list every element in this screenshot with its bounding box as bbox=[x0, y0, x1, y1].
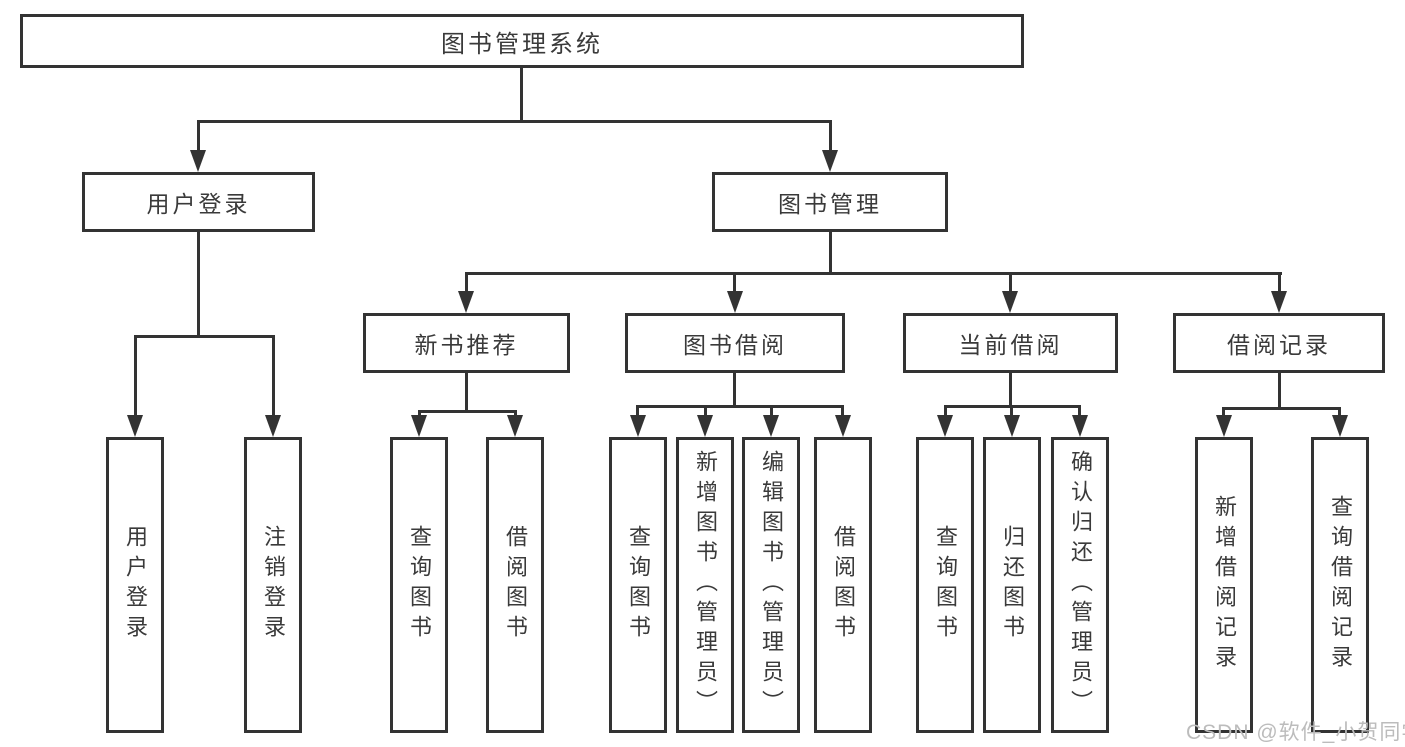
leaf-logout-login: 注销登录 bbox=[244, 437, 302, 733]
csdn-watermark: CSDN @软件_小贺同学 bbox=[1186, 721, 1405, 744]
leaf-label: 新增图书（管理员） bbox=[693, 450, 718, 720]
connector bbox=[1009, 373, 1012, 405]
connector bbox=[829, 232, 832, 272]
node-user-login: 用户登录 bbox=[82, 172, 315, 232]
connector bbox=[197, 120, 832, 123]
node-label: 借阅记录 bbox=[1227, 332, 1331, 358]
arrowhead bbox=[763, 415, 779, 437]
leaf-user-login: 用户登录 bbox=[106, 437, 164, 733]
leaf-confirm-return-admin: 确认归还（管理员） bbox=[1051, 437, 1109, 733]
connector bbox=[465, 272, 468, 294]
connector bbox=[1222, 407, 1341, 410]
node-label: 当前借阅 bbox=[958, 332, 1063, 358]
arrowhead bbox=[727, 291, 743, 313]
connector bbox=[465, 373, 468, 410]
leaf-label: 用户登录 bbox=[123, 525, 148, 645]
arrowhead bbox=[1002, 291, 1018, 313]
connector bbox=[134, 335, 275, 338]
connector bbox=[272, 335, 275, 417]
node-new-book-recommend: 新书推荐 bbox=[363, 313, 570, 373]
arrowhead bbox=[937, 415, 953, 437]
connector bbox=[704, 405, 707, 418]
connector bbox=[134, 335, 137, 417]
arrowhead bbox=[458, 291, 474, 313]
connector bbox=[770, 405, 773, 418]
leaf-label: 编辑图书（管理员） bbox=[759, 450, 784, 720]
leaf-label: 查询图书 bbox=[626, 525, 651, 645]
leaf-borrow-books: 借阅图书 bbox=[814, 437, 872, 733]
leaf-borrow-books: 借阅图书 bbox=[486, 437, 544, 733]
connector bbox=[829, 120, 832, 153]
connector bbox=[1338, 407, 1341, 418]
connector bbox=[1278, 272, 1281, 294]
node-library-management-system: 图书管理系统 bbox=[20, 14, 1024, 68]
node-label: 图书管理系统 bbox=[441, 30, 603, 58]
arrowhead bbox=[190, 150, 206, 172]
connector bbox=[841, 405, 844, 418]
connector bbox=[197, 232, 200, 335]
connector bbox=[733, 272, 736, 294]
arrowhead bbox=[127, 415, 143, 437]
connector bbox=[197, 120, 200, 153]
node-label: 用户登录 bbox=[146, 191, 251, 217]
node-book-borrowing: 图书借阅 bbox=[625, 313, 845, 373]
connector bbox=[1222, 407, 1225, 418]
connector bbox=[1009, 272, 1012, 294]
leaf-edit-books-admin: 编辑图书（管理员） bbox=[742, 437, 800, 733]
leaf-query-books: 查询图书 bbox=[609, 437, 667, 733]
arrowhead bbox=[507, 415, 523, 437]
connector bbox=[1078, 405, 1081, 418]
leaf-label: 归还图书 bbox=[1000, 525, 1025, 645]
connector bbox=[1010, 405, 1013, 418]
connector bbox=[465, 272, 1282, 275]
connector bbox=[1278, 373, 1281, 407]
node-book-management: 图书管理 bbox=[712, 172, 948, 232]
leaf-add-books-admin: 新增图书（管理员） bbox=[676, 437, 734, 733]
leaf-add-borrow-record: 新增借阅记录 bbox=[1195, 437, 1253, 733]
arrowhead bbox=[630, 415, 646, 437]
arrowhead bbox=[1072, 415, 1088, 437]
leaf-label: 确认归还（管理员） bbox=[1068, 450, 1093, 720]
arrowhead bbox=[265, 415, 281, 437]
leaf-return-books: 归还图书 bbox=[983, 437, 1041, 733]
node-borrowing-records: 借阅记录 bbox=[1173, 313, 1385, 373]
connector bbox=[514, 410, 517, 418]
leaf-label: 注销登录 bbox=[261, 525, 286, 645]
leaf-query-books: 查询图书 bbox=[390, 437, 448, 733]
connector bbox=[944, 405, 947, 418]
leaf-label: 借阅图书 bbox=[503, 525, 528, 645]
leaf-label: 查询图书 bbox=[407, 525, 432, 645]
leaf-query-borrow-record: 查询借阅记录 bbox=[1311, 437, 1369, 733]
node-current-borrowing: 当前借阅 bbox=[903, 313, 1118, 373]
arrowhead bbox=[835, 415, 851, 437]
connector bbox=[520, 68, 523, 120]
connector bbox=[636, 405, 844, 408]
node-label: 新书推荐 bbox=[414, 332, 519, 358]
connector bbox=[733, 373, 736, 405]
node-label: 图书借阅 bbox=[683, 332, 787, 358]
connector bbox=[418, 410, 421, 418]
arrowhead bbox=[1004, 415, 1020, 437]
connector bbox=[636, 405, 639, 418]
node-label: 图书管理 bbox=[778, 191, 882, 217]
leaf-label: 查询图书 bbox=[933, 525, 958, 645]
arrowhead bbox=[822, 150, 838, 172]
leaf-label: 查询借阅记录 bbox=[1328, 495, 1353, 675]
arrowhead bbox=[1271, 291, 1287, 313]
arrowhead bbox=[697, 415, 713, 437]
connector bbox=[418, 410, 517, 413]
leaf-label: 新增借阅记录 bbox=[1212, 495, 1237, 675]
leaf-query-books: 查询图书 bbox=[916, 437, 974, 733]
arrowhead bbox=[1332, 415, 1348, 437]
arrowhead bbox=[1216, 415, 1232, 437]
leaf-label: 借阅图书 bbox=[831, 525, 856, 645]
arrowhead bbox=[411, 415, 427, 437]
